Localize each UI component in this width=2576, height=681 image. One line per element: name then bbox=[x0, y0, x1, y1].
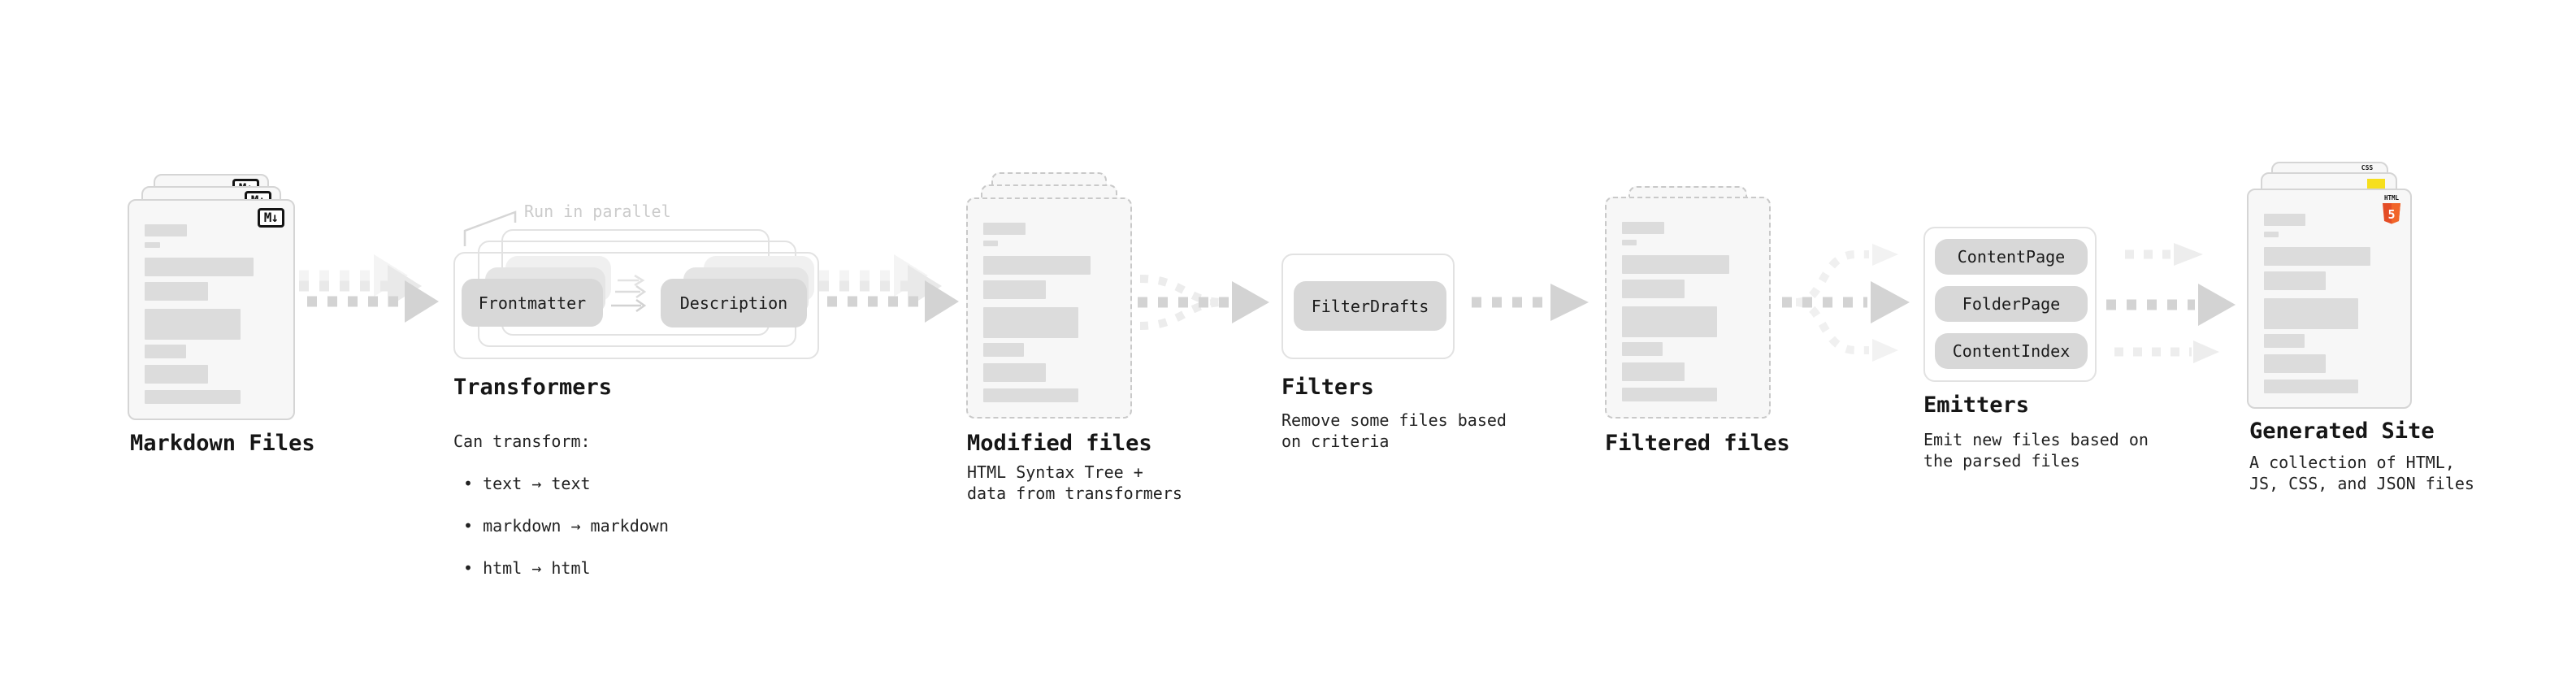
skeleton-bar bbox=[983, 363, 1046, 382]
emitters-box: ContentPage FolderPage ContentIndex bbox=[1923, 227, 2097, 382]
skeleton-bar bbox=[1622, 222, 1664, 234]
emitters-label: Emitters bbox=[1923, 393, 2030, 418]
caption-bullet: • html → html bbox=[463, 558, 591, 578]
skeleton-bar bbox=[145, 390, 241, 404]
svg-text:5: 5 bbox=[2387, 207, 2395, 222]
skeleton-bar bbox=[1622, 240, 1637, 245]
skeleton-bar bbox=[2264, 271, 2327, 290]
flow-arrow-modified-to-filters bbox=[1138, 275, 1269, 330]
document-card bbox=[1605, 197, 1771, 419]
filters-box: FilterDrafts bbox=[1281, 254, 1455, 359]
filterdrafts-chip: FilterDrafts bbox=[1294, 281, 1446, 331]
skeleton-bar bbox=[145, 309, 241, 340]
transformers-label: Transformers bbox=[453, 375, 613, 400]
skeleton-bar bbox=[2264, 214, 2306, 226]
svg-text:HTML: HTML bbox=[2384, 194, 2400, 202]
html5-icon: HTML 5 bbox=[2383, 194, 2400, 224]
flow-arrows-emitters-to-generated bbox=[2106, 243, 2236, 363]
skeleton-bar bbox=[145, 365, 208, 384]
parallel-step-arrows bbox=[611, 274, 647, 313]
caption-bullet: • text → text bbox=[463, 474, 591, 493]
skeleton-bar bbox=[145, 282, 208, 301]
document-card: M↓ bbox=[128, 199, 295, 420]
skeleton-bar bbox=[1622, 362, 1685, 381]
skeleton-bar bbox=[145, 224, 188, 236]
transformers-box-front bbox=[453, 252, 819, 359]
run-in-parallel-leader-line bbox=[463, 210, 517, 246]
description-chip: Description bbox=[661, 279, 807, 327]
contentpage-chip: ContentPage bbox=[1935, 239, 2088, 275]
emitters-caption: Emit new files based on the parsed files bbox=[1923, 430, 2149, 471]
transformers-caption: Can transform: • text → text • markdown … bbox=[453, 410, 669, 600]
filtered-files-label: Filtered files bbox=[1605, 431, 1790, 456]
document-skeleton bbox=[2264, 214, 2399, 393]
document-skeleton bbox=[1622, 222, 1758, 401]
skeleton-bar bbox=[983, 241, 999, 246]
markdown-files-label: Markdown Files bbox=[130, 431, 315, 456]
skeleton-bar bbox=[2264, 354, 2327, 373]
skeleton-bar bbox=[2264, 334, 2305, 348]
skeleton-bar bbox=[983, 256, 1091, 275]
skeleton-bar bbox=[983, 223, 1026, 235]
flow-arrow-filtered-to-emitters bbox=[1782, 244, 1910, 362]
document-skeleton bbox=[983, 223, 1119, 402]
skeleton-bar bbox=[2264, 380, 2359, 393]
document-skeleton bbox=[145, 224, 282, 404]
skeleton-bar bbox=[1622, 388, 1717, 401]
css-icon-text: CSS bbox=[2361, 164, 2374, 171]
frontmatter-chip: Frontmatter bbox=[462, 279, 603, 327]
skeleton-bar bbox=[983, 280, 1046, 299]
javascript-icon bbox=[2367, 179, 2385, 189]
skeleton-bar bbox=[983, 307, 1078, 338]
skeleton-bar bbox=[145, 242, 160, 248]
modified-files-label: Modified files bbox=[967, 431, 1152, 456]
skeleton-bar bbox=[1622, 306, 1717, 337]
caption-bullet: • markdown → markdown bbox=[463, 516, 669, 536]
skeleton-bar bbox=[1622, 280, 1685, 298]
skeleton-bar bbox=[1622, 342, 1663, 356]
folderpage-chip: FolderPage bbox=[1935, 286, 2088, 322]
flow-arrow-transformers-to-modified bbox=[819, 254, 959, 323]
caption-line: Can transform: bbox=[453, 432, 591, 451]
generated-site-caption: A collection of HTML, JS, CSS, and JSON … bbox=[2249, 453, 2474, 493]
skeleton-bar bbox=[983, 343, 1025, 357]
generated-site-label: Generated Site bbox=[2249, 419, 2435, 444]
skeleton-bar bbox=[145, 345, 186, 358]
skeleton-bar bbox=[2264, 247, 2371, 266]
skeleton-bar bbox=[983, 388, 1078, 402]
filters-caption: Remove some files based on criteria bbox=[1281, 410, 1507, 451]
modified-files-stack bbox=[966, 172, 1132, 419]
filtered-files-stack bbox=[1605, 186, 1771, 419]
run-in-parallel-note: Run in parallel bbox=[524, 202, 671, 221]
document-card: HTML 5 bbox=[2247, 189, 2412, 409]
markdown-icon: M↓ bbox=[257, 208, 284, 228]
markdown-files-stack: M↓ M↓ M↓ bbox=[128, 174, 295, 420]
skeleton-bar bbox=[2264, 298, 2359, 329]
skeleton-bar bbox=[145, 258, 254, 276]
flow-arrow-filters-to-filtered bbox=[1472, 284, 1589, 321]
modified-files-caption: HTML Syntax Tree + data from transformer… bbox=[967, 462, 1182, 503]
skeleton-bar bbox=[2264, 232, 2279, 237]
flow-arrow-markdown-to-transformers bbox=[299, 254, 439, 323]
skeleton-bar bbox=[1622, 255, 1729, 274]
contentindex-chip: ContentIndex bbox=[1935, 333, 2088, 369]
generated-site-stack: CSS HTML 5 bbox=[2247, 162, 2412, 409]
document-card bbox=[966, 197, 1132, 419]
filters-label: Filters bbox=[1281, 375, 1374, 400]
